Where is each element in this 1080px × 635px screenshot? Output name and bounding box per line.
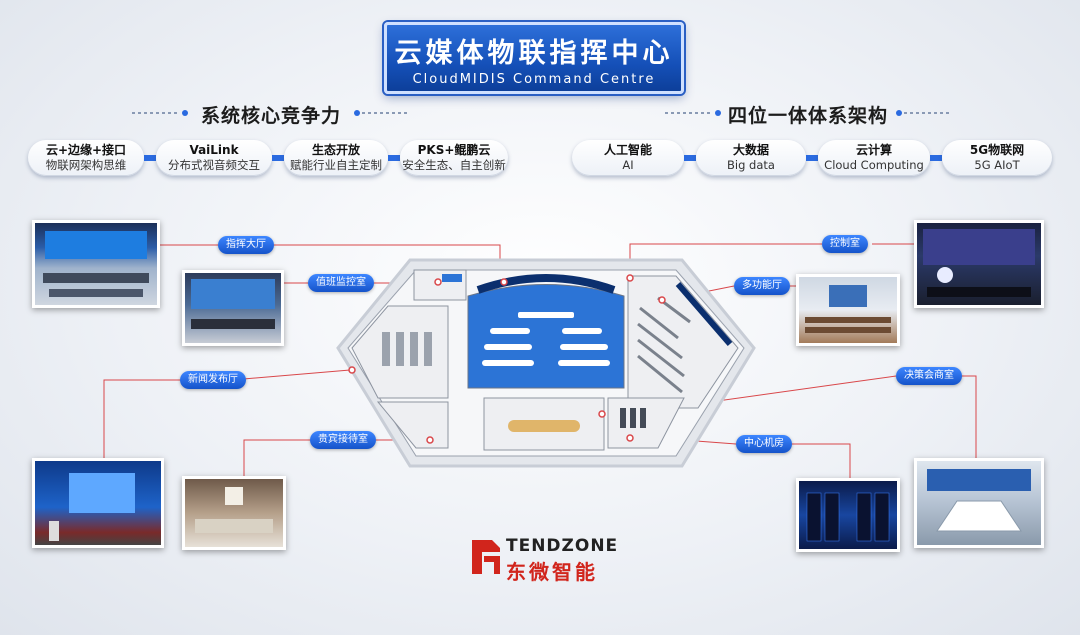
data-center-illustration [806,492,890,542]
competency-pill-3: 生态开放 赋能行业自主定制 [284,140,388,176]
pill-connector [806,155,818,161]
photo-control-room [914,220,1044,308]
pill-title: 人工智能 [603,143,652,157]
photo-decision-room [914,458,1044,548]
pill-connector [684,155,696,161]
photo-vip-room [182,476,286,550]
title-banner: 云媒体物联指挥中心 CloudMIDIS Command Centre [384,22,684,94]
label-data-center: 中心机房 [736,435,792,453]
pill-subtitle: 安全生态、自主创新 [402,158,506,172]
pill-subtitle: 分布式视音频交互 [168,158,260,172]
pill-connector [388,155,400,161]
pill-connector [272,155,284,161]
heading-dots-right [665,110,721,116]
duty-room-illustration [191,279,275,329]
label-multi-hall: 多功能厅 [734,277,790,295]
heading-dots-left-2 [354,110,410,116]
pill-title: 云+边缘+接口 [45,143,127,157]
press-hall-illustration [49,473,135,541]
pill-title: 生态开放 [311,143,360,157]
multi-hall-illustration [805,285,891,333]
pill-title: 大数据 [732,143,769,157]
pill-subtitle: 物联网架构思维 [45,158,127,172]
pill-title: 云计算 [855,143,892,157]
pill-subtitle: Cloud Computing [824,158,924,172]
architecture-pill-1: 人工智能 AI [572,140,684,176]
photo-command-hall [32,220,160,308]
label-duty-room: 值班监控室 [308,274,374,292]
pill-connector [144,155,156,161]
competency-pill-2: VaiLink 分布式视音频交互 [156,140,272,176]
pill-title: 5G物联网 [969,143,1025,157]
photo-press-hall [32,458,164,548]
right-section-heading: 四位一体体系架构 [727,105,888,127]
brand-name-en: TENDZONE [506,536,619,556]
architecture-pill-2: 大数据 Big data [696,140,806,176]
command-hall-illustration [43,231,149,297]
brand-logo [470,528,636,588]
brand-name-cn: 东微智能 [506,560,598,584]
pill-subtitle: Big data [727,158,775,172]
photo-multi-hall [796,274,900,346]
main-title: 云媒体物联指挥中心 [394,38,674,69]
pill-subtitle: 5G AIoT [974,158,1020,172]
pill-connector [930,155,942,161]
main-subtitle: CloudMIDIS Command Centre [412,72,656,87]
label-press-hall: 新闻发布厅 [180,371,246,389]
label-vip-room: 贵宾接待室 [310,431,376,449]
competency-pill-4: PKS+鲲鹏云 安全生态、自主创新 [400,140,508,176]
heading-dots-left [132,110,188,116]
label-decision-room: 决策会商室 [896,367,962,385]
heading-dots-right-2 [896,110,952,116]
decision-room-illustration [927,469,1031,532]
left-section-heading: 系统核心竞争力 [200,105,341,127]
pill-subtitle: 赋能行业自主定制 [290,158,382,172]
control-room-illustration [923,229,1035,297]
architecture-pill-3: 云计算 Cloud Computing [818,140,930,176]
label-control-room: 控制室 [822,235,868,253]
pill-title: VaiLink [189,143,239,157]
pill-subtitle: AI [622,158,634,172]
tendzone-logo-icon [472,540,500,574]
photo-duty-room [182,270,284,346]
pill-title: PKS+鲲鹏云 [417,143,491,157]
label-command-hall: 指挥大厅 [218,236,274,254]
vip-room-illustration [195,487,273,533]
architecture-pill-4: 5G物联网 5G AIoT [942,140,1052,176]
floor-plan-3d [336,258,756,468]
photo-data-center [796,478,900,552]
competency-pill-1: 云+边缘+接口 物联网架构思维 [28,140,144,176]
